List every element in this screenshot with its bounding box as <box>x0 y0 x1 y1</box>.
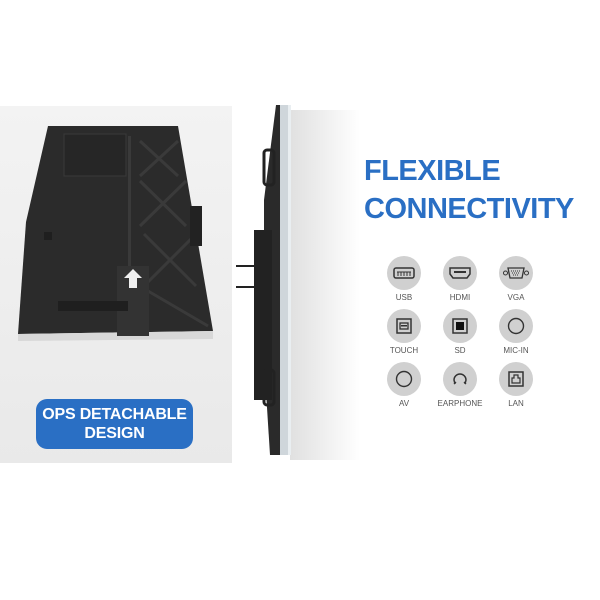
flexible-connectivity-title: FLEXIBLE CONNECTIVITY <box>364 152 574 228</box>
port-label: LAN <box>508 399 524 408</box>
port-vga: VGA <box>488 256 544 303</box>
usb-icon <box>387 256 421 290</box>
port-label: SD <box>454 346 466 355</box>
port-earphone: EARPHONE <box>432 362 488 409</box>
port-lan: LAN <box>488 362 544 409</box>
port-label: AV <box>398 399 410 408</box>
vga-icon <box>499 256 533 290</box>
port-mic-in: MIC-IN <box>488 309 544 356</box>
touch-usb-b-icon <box>387 309 421 343</box>
port-usb: USB <box>376 256 432 303</box>
lan-icon <box>499 362 533 396</box>
title-line-1: FLEXIBLE <box>364 155 501 187</box>
hdmi-icon <box>443 256 477 290</box>
title-line-2: CONNECTIVITY <box>364 193 574 225</box>
earphone-icon <box>443 362 477 396</box>
tv-back-image <box>18 126 213 341</box>
port-sd: SD <box>432 309 488 356</box>
port-label: MIC-IN <box>503 346 529 355</box>
tv-side-image <box>236 105 291 455</box>
port-label: HDMI <box>449 293 471 302</box>
port-label: VGA <box>507 293 525 302</box>
badge-line-2: DESIGN <box>84 425 145 442</box>
tv-side-shadow <box>290 110 360 460</box>
mic-in-icon <box>499 309 533 343</box>
port-label: EARPHONE <box>437 399 483 408</box>
ports-grid: USB HDMI VGA TOUCH SD MIC-IN AV <box>376 256 544 409</box>
sd-icon <box>443 309 477 343</box>
ops-detachable-badge: OPS DETACHABLE DESIGN <box>36 399 193 449</box>
av-icon <box>387 362 421 396</box>
port-hdmi: HDMI <box>432 256 488 303</box>
port-touch: TOUCH <box>376 309 432 356</box>
port-av: AV <box>376 362 432 409</box>
badge-line-1: OPS DETACHABLE <box>42 406 187 423</box>
port-label: USB <box>395 293 413 302</box>
port-label: TOUCH <box>389 346 419 355</box>
